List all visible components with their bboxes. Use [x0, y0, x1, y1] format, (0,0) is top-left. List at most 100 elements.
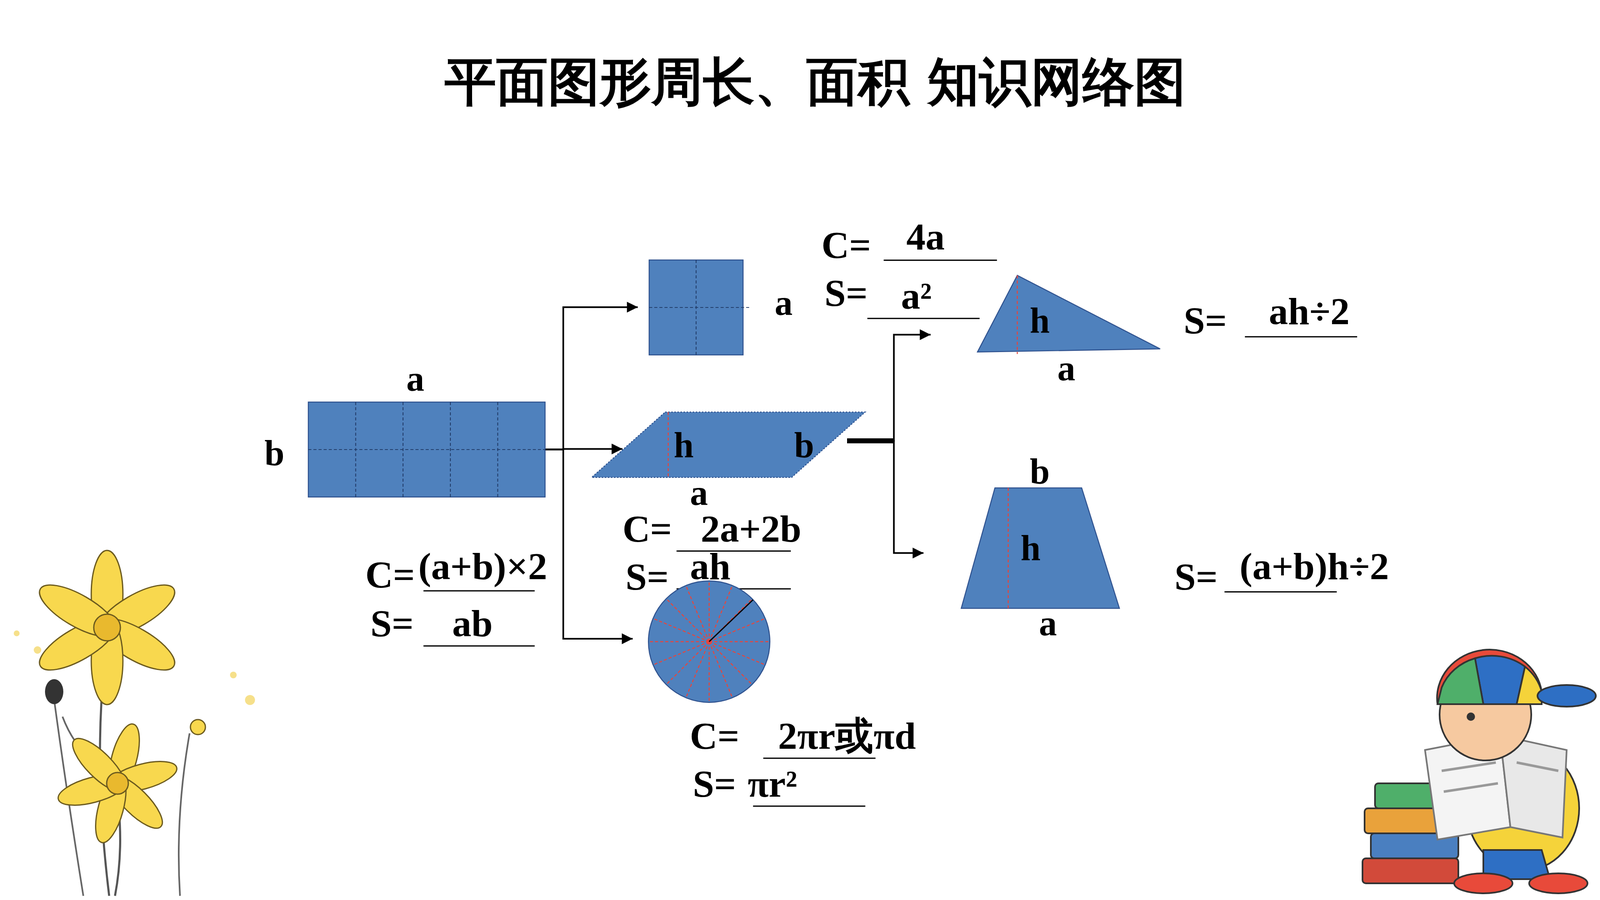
grid-line [308, 449, 545, 450]
triangle-shape [977, 275, 1160, 353]
flow-arrow [865, 334, 931, 441]
formula-answer: (a+b)×2 [418, 547, 548, 586]
boy-illustration [1516, 762, 1559, 771]
answer-underline [423, 645, 535, 647]
height-line [709, 641, 769, 643]
dimension-letter: a [774, 285, 793, 321]
flower-illustration [178, 733, 190, 896]
answer-underline [1224, 591, 1337, 593]
boy-illustration [1441, 762, 1496, 771]
rectangle-shape: abC=(a+b)×2S=ab [308, 402, 545, 498]
circle-shape [648, 581, 770, 703]
height-line [650, 641, 710, 643]
height-line [686, 587, 710, 642]
dimension-letter: b [794, 427, 815, 463]
answer-underline [763, 757, 876, 759]
parallelogram-shape [591, 412, 865, 478]
dimension-letter: b [1030, 453, 1050, 490]
dimension-letter: h [673, 427, 694, 463]
flower-illustration [230, 671, 237, 679]
dimension-letter: a [690, 475, 708, 511]
answer-underline [867, 317, 980, 320]
grid-line [649, 307, 750, 308]
formula-symbol: S= [692, 764, 737, 803]
square-shape [649, 260, 743, 355]
diagram-title: 平面图形周长、面积 知识网络图 [444, 53, 1186, 110]
flower-illustration [45, 679, 64, 705]
height-line [667, 600, 710, 642]
formula-symbol: S= [370, 604, 414, 643]
boy-illustration [1362, 858, 1459, 884]
illustration-part [106, 772, 129, 795]
boy-illustration [1537, 685, 1596, 707]
height-line [667, 641, 710, 684]
parallelogram-shape: hbaC=2a+2bS=ah [591, 412, 865, 478]
formula-answer: 2a+2b [700, 509, 802, 548]
trapezoid-shape [961, 487, 1120, 609]
dimension-letter: b [264, 435, 285, 471]
height-line [1016, 275, 1018, 355]
dimension-letter: a [1057, 350, 1076, 387]
boy-illustration [1437, 649, 1542, 705]
triangle-shape: haS=ah÷2 [977, 275, 1160, 353]
formula-symbol: C= [365, 555, 415, 594]
formula-answer: a² [900, 276, 932, 315]
boy-illustration [1454, 873, 1513, 894]
formula-answer: ab [452, 604, 493, 643]
parallelogram-shape [591, 412, 865, 478]
formula-answer: 4a [906, 217, 945, 256]
formula-answer: ah [690, 547, 731, 586]
formula-symbol: S= [824, 273, 868, 313]
dimension-letter: a [406, 360, 425, 397]
formula-symbol: S= [1183, 301, 1228, 340]
circle-shape [647, 580, 771, 703]
formula-symbol: S= [625, 557, 669, 596]
flower-illustration [33, 646, 42, 654]
illustration-part [65, 731, 134, 800]
height-line [708, 641, 710, 701]
answer-underline [752, 805, 865, 807]
flower-illustration [13, 630, 20, 637]
formula-answer: ah÷2 [1268, 292, 1350, 331]
height-line [709, 641, 751, 684]
illustration-part [55, 720, 180, 846]
formula-symbol: S= [1174, 557, 1218, 596]
height-line [667, 412, 669, 478]
triangle-shape [977, 275, 1160, 353]
formula-symbol: C= [622, 509, 673, 548]
formula-symbol: C= [821, 225, 871, 265]
flower-illustration [13, 550, 255, 896]
illustration-part [32, 550, 182, 705]
formula-answer: 2πr或πd [777, 716, 916, 755]
answer-underline [883, 259, 998, 261]
dimension-letter: h [1020, 530, 1041, 566]
formula-symbol: C= [690, 716, 740, 755]
height-line [709, 641, 732, 697]
height-line [708, 582, 710, 642]
radius-line [709, 600, 753, 642]
answer-underline [1245, 336, 1358, 338]
trapezoid-shape: bhaS=(a+b)h÷2 [961, 487, 1120, 609]
flow-arrow [865, 440, 924, 553]
boy-illustration [1466, 712, 1475, 721]
flower-illustration [245, 695, 255, 705]
grid-line [450, 402, 451, 498]
illustration-part [93, 614, 121, 641]
flower-illustration [190, 719, 206, 735]
formula-answer: (a+b)h÷2 [1239, 547, 1390, 586]
illustration-part [32, 575, 125, 647]
dimension-letter: h [1030, 302, 1050, 339]
height-line [654, 641, 710, 665]
circle-shape: C=2πr或πdS=πr² [647, 580, 771, 703]
flow-arrow [545, 449, 633, 639]
boy-illustration [1529, 873, 1588, 894]
height-line [709, 619, 764, 642]
height-line [1007, 487, 1009, 609]
boy-illustration [1362, 649, 1596, 894]
boy-illustration [1443, 783, 1498, 792]
flow-arrow [545, 307, 638, 450]
rectangle-shape [308, 402, 545, 498]
formula-answer: πr² [747, 764, 798, 803]
boy-illustration [1437, 658, 1484, 705]
